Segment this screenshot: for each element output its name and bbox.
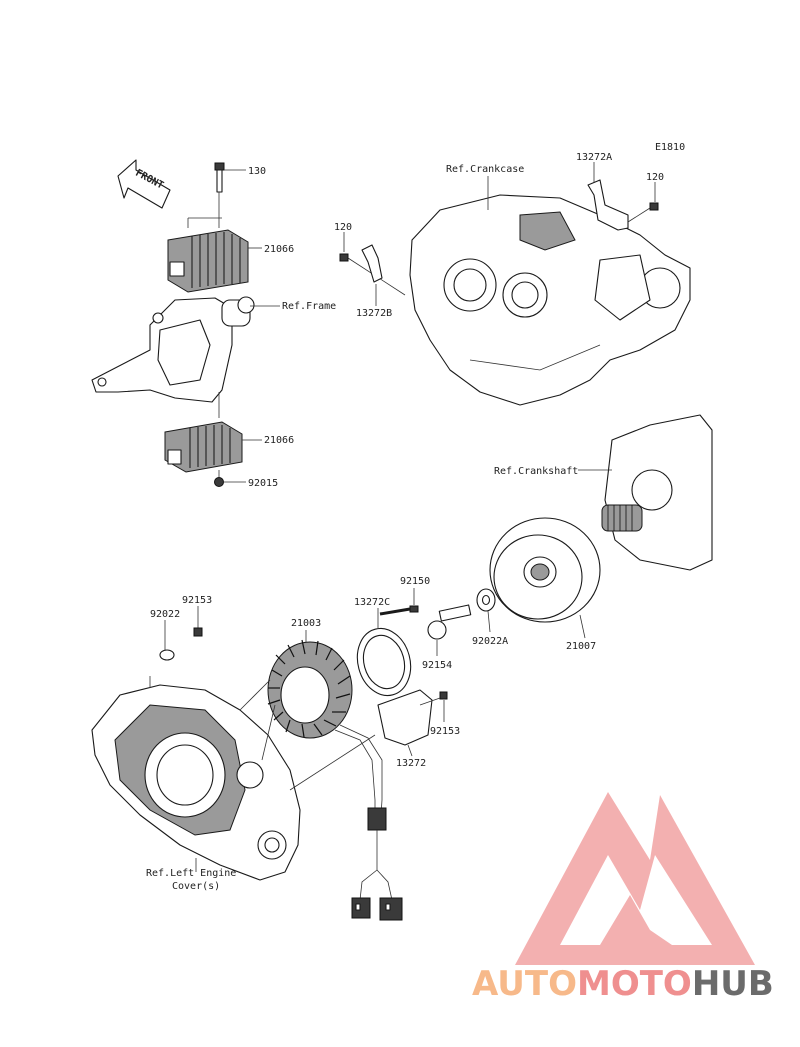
stator-21003: [267, 630, 383, 831]
bolt-92150: [379, 588, 419, 616]
bolt-130: [214, 162, 246, 228]
label-92153-mid: 92153: [430, 726, 460, 737]
washer-92022A: [476, 588, 496, 633]
regulator-21066-top: [167, 217, 262, 293]
left-engine-cover: [91, 676, 376, 881]
label-ref-left-cover-line1: Ref.Left Engine: [146, 868, 236, 879]
bolt-92153-mid: [419, 691, 448, 722]
frame-bracket: [91, 296, 280, 418]
bolt-92153-top: [193, 606, 203, 637]
front-arrow: FRONT: [117, 159, 171, 209]
label-21066-bottom: 21066: [264, 435, 294, 446]
label-13272B: 13272B: [356, 308, 392, 319]
label-120-left: 120: [334, 222, 352, 233]
watermark-logo: [515, 792, 755, 965]
wiring-harness: [351, 807, 403, 921]
gasket-13272C: [356, 608, 412, 697]
label-21007: 21007: [566, 641, 596, 652]
label-ref-frame: Ref.Frame: [282, 301, 336, 312]
label-21066-top: 21066: [264, 244, 294, 255]
label-13272: 13272: [396, 758, 426, 769]
label-92150: 92150: [400, 576, 430, 587]
label-ref-left-cover-line2: Cover(s): [172, 881, 220, 892]
watermark-auto: AUTO: [472, 964, 577, 1004]
label-92153-top: 92153: [182, 595, 212, 606]
label-13272C: 13272C: [354, 597, 390, 608]
label-ref-crankcase: Ref.Crankcase: [446, 164, 524, 175]
svg-text:AUTOMOTOHUB: AUTOMOTOHUB: [472, 964, 774, 1004]
bracket-13272A: [587, 162, 629, 231]
label-21003: 21003: [291, 618, 321, 629]
nut-92015: [214, 470, 246, 487]
regulator-21066-bottom: [164, 421, 262, 473]
crankshaft: [578, 414, 713, 571]
bolt-92154: [427, 604, 472, 656]
watermark-text: AUTOMOTOHUB: [472, 964, 774, 1004]
crankcase: [409, 176, 691, 406]
label-130: 130: [248, 166, 266, 177]
label-13272A: 13272A: [576, 152, 612, 163]
label-92022: 92022: [150, 609, 180, 620]
watermark-hub: HUB: [692, 964, 774, 1004]
watermark-moto: MOTO: [577, 964, 692, 1004]
bolt-120-right: [627, 182, 659, 223]
clip-13272B: [361, 244, 383, 306]
cover-13272: [377, 689, 433, 757]
label-92015: 92015: [248, 478, 278, 489]
label-92154: 92154: [422, 660, 452, 671]
label-92022A: 92022A: [472, 636, 508, 647]
washer-92022: [159, 620, 175, 661]
label-120-right: 120: [646, 172, 664, 183]
label-ref-crankshaft: Ref.Crankshaft: [494, 466, 578, 477]
diagram-code: E1810: [655, 142, 685, 153]
rotor-21007: [489, 517, 601, 639]
